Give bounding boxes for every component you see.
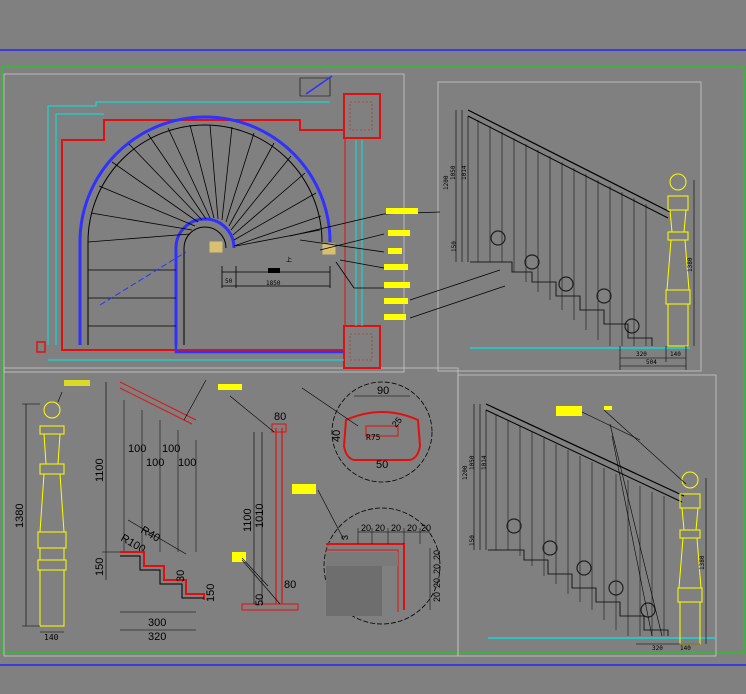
handrail-pitch-2: 100 <box>162 443 180 455</box>
baluster-dim-top: 80 <box>274 411 286 423</box>
walk-line <box>99 251 187 306</box>
column-inner-2 <box>349 333 373 361</box>
elev-top-dim-320: 320 <box>636 351 647 358</box>
rail-dim-radius: R75 <box>366 433 381 442</box>
post-dim-base: 140 <box>44 633 59 642</box>
handrail-dim-320: 320 <box>148 631 166 643</box>
column-top-right <box>343 93 381 139</box>
rail-dim-bottom: 50 <box>376 459 388 471</box>
rail-dim-left: 40 <box>331 430 343 442</box>
baluster-detail: 1100 1010 80 80 50 <box>229 395 299 611</box>
plan-leaders <box>289 211 506 319</box>
elev-bot-dim-post: 1380 <box>699 555 706 570</box>
elev-bot-dim-150: 150 <box>469 535 476 546</box>
post-dim-height: 1380 <box>14 504 26 528</box>
handrail-dim-30: 30 <box>175 570 187 582</box>
landing-rail <box>174 345 344 354</box>
column-inner <box>349 101 373 131</box>
tread-dim-top-2: 20 <box>375 523 385 533</box>
baluster-dim-1010: 1010 <box>254 504 266 528</box>
plan-left-marker <box>36 341 46 353</box>
plan-up-label: 上 <box>286 256 292 264</box>
column-bottom-right <box>343 325 381 369</box>
handrail-dim-150b: 150 <box>205 584 217 602</box>
frame-green <box>1 66 745 654</box>
top-stub-diag <box>305 75 333 95</box>
plan-dim-total: 1850 <box>266 280 281 287</box>
elevation-top: 1200 1050 1014 150 1380 320 140 504 <box>443 109 695 370</box>
rail-section: 90 40 25 50 R75 <box>301 381 433 483</box>
elev-top-dim-150: 150 <box>451 241 458 252</box>
wall-bottom <box>61 345 344 351</box>
rail-dim-right: 25 <box>390 415 404 429</box>
inner-handrail <box>174 217 236 345</box>
cyan-inner <box>55 113 104 345</box>
elev-bot-dim-1200: 1200 <box>462 465 469 480</box>
tread-dim-side-1: 20 <box>432 550 442 560</box>
tread-section: 20 20 20 20 20 20 20 20 20 3 <box>292 484 442 625</box>
outer-stringer <box>87 124 323 345</box>
cyan-outline <box>47 101 330 345</box>
elevation-bottom-panel <box>457 374 717 657</box>
tread-dim-left: 3 <box>340 535 350 540</box>
handrail-pitch-3: 100 <box>146 457 164 469</box>
details-panel <box>3 367 459 657</box>
tread-dim-top-4: 20 <box>407 523 417 533</box>
top-stub <box>299 77 331 97</box>
elev-top-dim-1014: 1014 <box>461 165 468 180</box>
wall-outline-red <box>61 119 345 345</box>
elevation-bottom: 1200 1050 1014 150 1380 320 140 <box>462 403 716 652</box>
elev-top-dim-140: 140 <box>670 351 681 358</box>
tread-dim-side-3: 20 <box>432 578 442 588</box>
elev-top-dim-post: 1380 <box>687 257 694 272</box>
elev-top-dim-504: 504 <box>646 359 657 366</box>
handrail-dim-300: 300 <box>148 617 166 629</box>
tread-dim-top-3: 20 <box>391 523 401 533</box>
elevation-top-panel <box>437 81 702 372</box>
outer-handrail <box>78 115 332 345</box>
elev-top-dim-1200: 1200 <box>443 175 450 190</box>
baluster-dim-bottom: 80 <box>284 579 296 591</box>
rail-dim-top: 90 <box>377 385 389 397</box>
tread-dim-top-1: 20 <box>361 523 371 533</box>
handrail-detail: 1100 150 100 100 100 100 R40 R100 30 300… <box>94 379 242 643</box>
handrail-pitch-1: 100 <box>128 443 146 455</box>
baluster-dim-1100: 1100 <box>242 508 254 532</box>
inner-stringer <box>183 226 227 345</box>
plan-notes <box>384 208 418 320</box>
up-arrow-line <box>235 229 321 247</box>
tread-dim-side-2: 20 <box>432 564 442 574</box>
baluster-dim-base: 50 <box>254 594 266 606</box>
elev-top-dim-1050: 1050 <box>450 165 457 180</box>
elev-bot-dim-1050: 1050 <box>469 455 476 470</box>
tread-dim-top-5: 20 <box>421 523 431 533</box>
plan-panel <box>3 73 405 373</box>
elev-bot-dim-140: 140 <box>680 645 691 652</box>
tread-dim-side-4: 20 <box>432 592 442 602</box>
treads <box>87 124 322 327</box>
elev-bot-dim-320: 320 <box>652 645 663 652</box>
elev-bot-dim-1014: 1014 <box>481 455 488 470</box>
spiral-stair-plan: 50 1850 上 <box>36 75 381 369</box>
plan-dim-small: 50 <box>225 278 233 285</box>
handrail-dim-150: 150 <box>94 558 106 576</box>
plan-post-left <box>209 241 223 253</box>
post-detail: 1380 140 <box>14 380 90 642</box>
handrail-dim-1100: 1100 <box>94 458 106 482</box>
handrail-pitch-4: 100 <box>178 457 196 469</box>
